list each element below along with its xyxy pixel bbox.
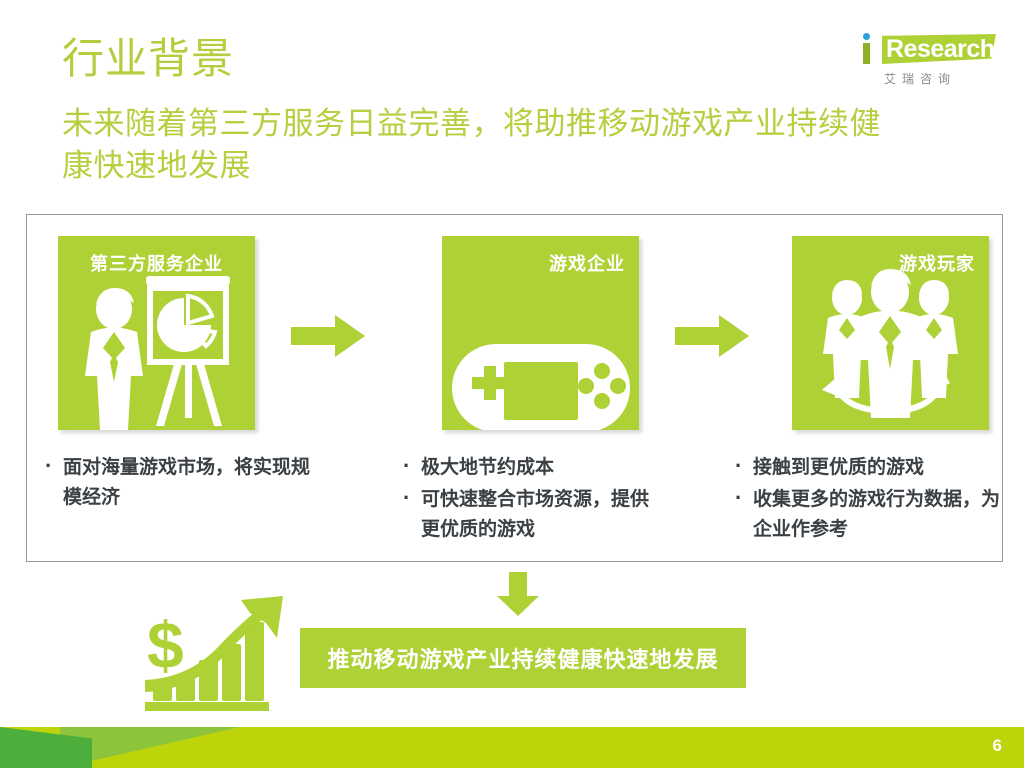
handheld-game-console-icon	[452, 344, 630, 430]
user-group-cycle-icon	[822, 269, 958, 418]
list-item: 可快速整合市场资源，提供更优质的游戏	[395, 483, 665, 545]
flow-diagram-panel: 第三方服务企业	[26, 214, 1003, 562]
arrow-right-icon	[291, 315, 365, 357]
flow-stage-third-party-service: 第三方服务企业	[58, 236, 255, 430]
logo-i-dot-icon	[863, 33, 870, 40]
flow-stage-label: 游戏企业	[549, 254, 625, 274]
flow-stage-label: 游戏玩家	[899, 254, 975, 274]
logo-banner-shape	[882, 34, 996, 64]
flow-stage-game-company: 游戏企业	[442, 236, 639, 430]
arrow-right-icon	[675, 315, 749, 357]
iresearch-logo: Research 艾瑞咨询	[860, 32, 998, 90]
flow-stage-game-player: 游戏玩家	[792, 236, 989, 430]
flow-stage-bullets: 面对海量游戏市场，将实现规模经济	[37, 451, 327, 515]
arrow-down-icon	[497, 572, 539, 616]
presenter-pie-chart-easel-icon	[85, 276, 230, 430]
footer-bar: 6	[0, 727, 1024, 768]
flow-stage-bullets: 极大地节约成本 可快速整合市场资源，提供更优质的游戏	[395, 451, 665, 547]
list-item: 收集更多的游戏行为数据，为企业作参考	[727, 483, 1007, 545]
logo-mark: Research	[860, 32, 998, 66]
logo-chinese-name: 艾瑞咨询	[884, 72, 957, 86]
page-title: 行业背景	[62, 35, 235, 82]
result-banner: 推动移动游戏产业持续健康快速地发展	[300, 628, 746, 688]
page-subtitle: 未来随着第三方服务日益完善，将助推移动游戏产业持续健康快速地发展	[62, 106, 881, 183]
flow-stage-label: 第三方服务企业	[90, 254, 223, 274]
result-banner-text: 推动移动游戏产业持续健康快速地发展	[327, 647, 719, 672]
page-number: 6	[992, 736, 1002, 755]
logo-i-stem-icon	[863, 43, 870, 64]
dollar-growth-chart-icon: $	[145, 596, 283, 711]
svg-text:$: $	[147, 608, 184, 682]
list-item: 面对海量游戏市场，将实现规模经济	[37, 451, 327, 513]
list-item: 接触到更优质的游戏	[727, 451, 1007, 483]
flow-stage-bullets: 接触到更优质的游戏 收集更多的游戏行为数据，为企业作参考	[727, 451, 1007, 547]
logo-wordmark: Research	[886, 35, 995, 63]
list-item: 极大地节约成本	[395, 451, 665, 483]
